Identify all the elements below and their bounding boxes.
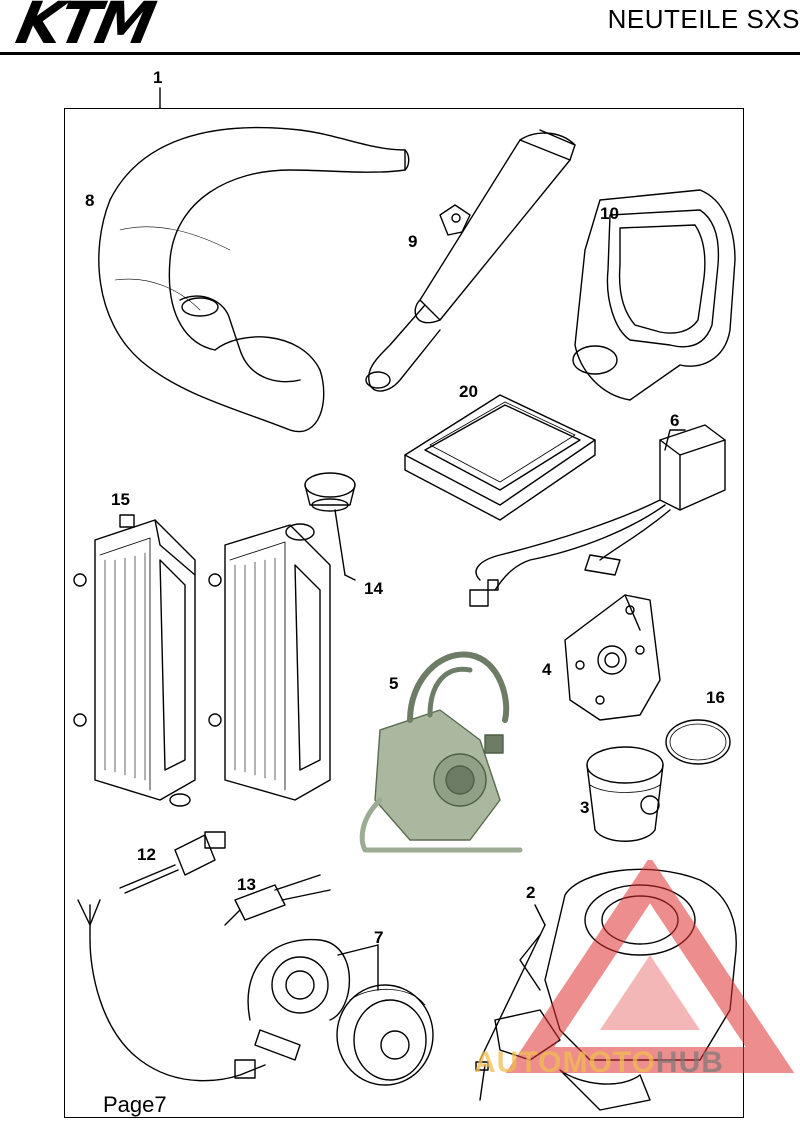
header-rule — [0, 52, 800, 55]
watermark-text-b: HUB — [655, 1046, 724, 1079]
flywheel-drawing — [336, 984, 434, 1086]
piston-ring-drawing — [665, 719, 731, 765]
regulator-drawing — [224, 874, 331, 926]
callout-3: 3 — [580, 798, 590, 817]
page-header: KTM NEUTEILE SXS — [0, 0, 800, 57]
callout-20: 20 — [459, 382, 478, 401]
silencer-drawing — [365, 129, 576, 392]
radiator-right-drawing — [208, 472, 356, 801]
carburetor-drawing — [359, 651, 523, 853]
cdi-unit-drawing — [469, 424, 726, 607]
callout-14: 14 — [364, 579, 383, 598]
callout-9: 9 — [408, 232, 418, 251]
callout-10: 10 — [600, 204, 619, 223]
callout-15: 15 — [111, 490, 130, 509]
callout-5: 5 — [389, 674, 399, 693]
callout-12: 12 — [137, 845, 156, 864]
callout-2: 2 — [526, 883, 536, 902]
diagram-frame — [64, 108, 744, 1118]
callout-1: 1 — [153, 68, 163, 87]
filter-book-drawing — [404, 394, 596, 521]
sensor-drawing — [119, 831, 226, 894]
wiring-harness-drawing — [89, 904, 266, 1082]
air-filter-drawing — [572, 189, 736, 401]
page-label: Page7 — [103, 1092, 167, 1117]
watermark-text: AUTOMOTOHUB — [474, 1046, 724, 1080]
callout-8: 8 — [85, 191, 95, 210]
callout-4: 4 — [542, 660, 552, 679]
watermark-text-a: AUTOMOTO — [474, 1046, 656, 1079]
header-title: NEUTEILE SXS — [607, 4, 800, 34]
cylinder-head-drawing — [564, 594, 661, 721]
stator-drawing — [247, 938, 351, 1061]
callout-13: 13 — [237, 875, 256, 894]
exhaust-pipe-drawing — [98, 126, 410, 433]
watermark-logo — [505, 860, 795, 1073]
callout-6: 6 — [670, 411, 680, 430]
callout-7: 7 — [374, 928, 384, 947]
piston-drawing — [586, 746, 664, 842]
callout-16: 16 — [706, 688, 725, 707]
radiator-left-drawing — [73, 514, 196, 807]
